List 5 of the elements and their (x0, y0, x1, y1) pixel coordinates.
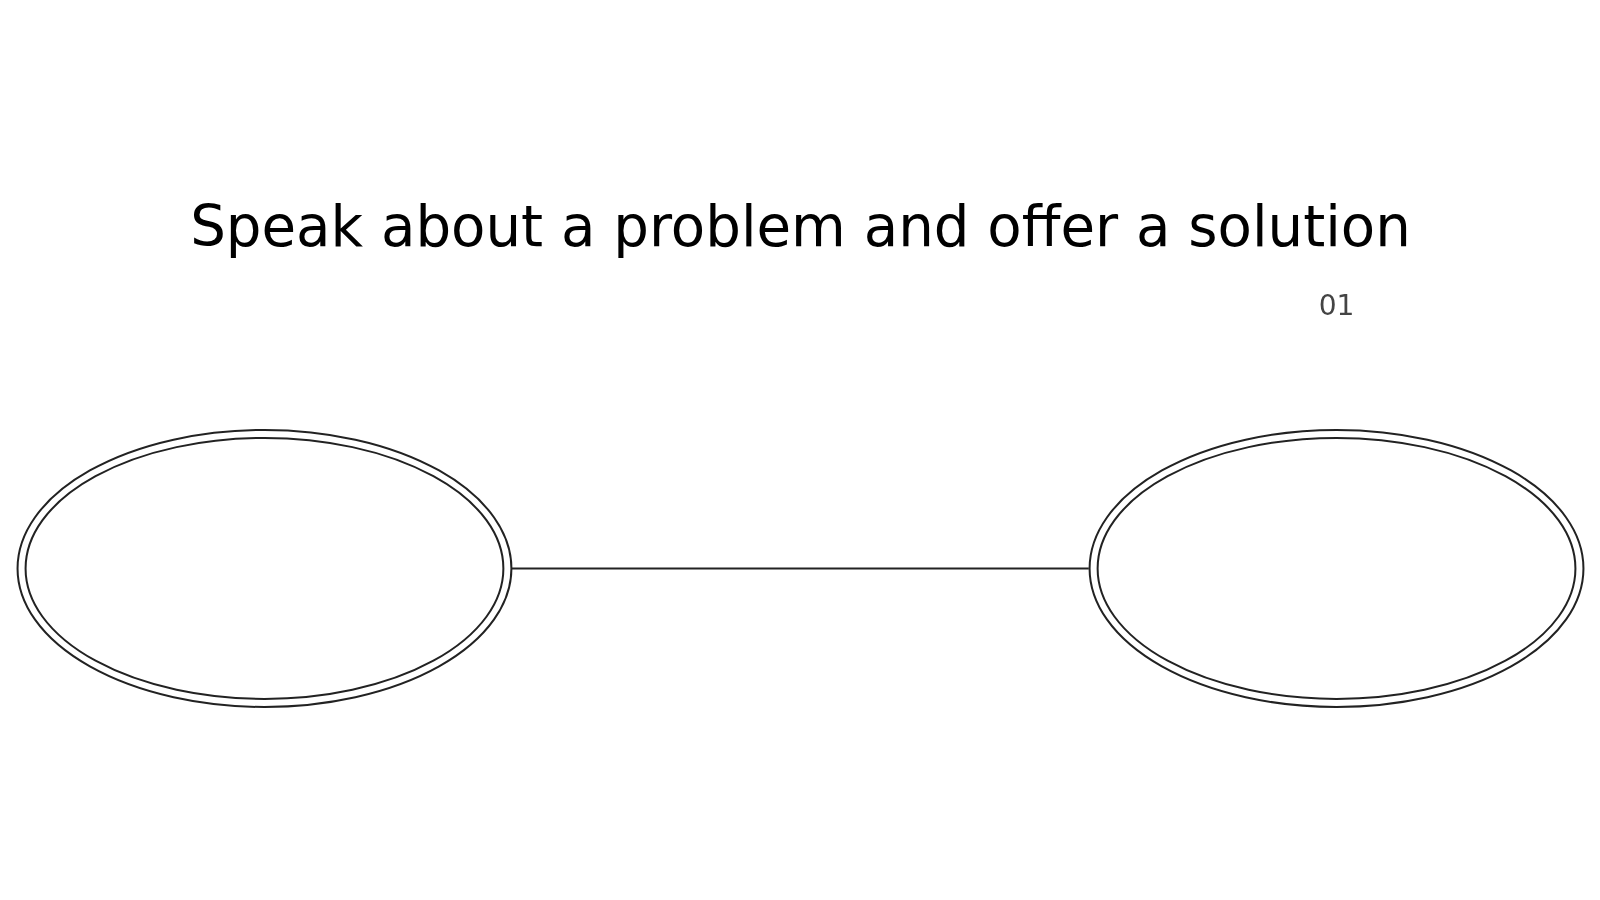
label: 01 (1318, 288, 1354, 322)
node-ellipse (1088, 428, 1584, 708)
diagram-title: Speak about a problem and offer a solution (189, 194, 1411, 260)
connector (511, 567, 1089, 570)
node-ellipse (16, 428, 512, 708)
